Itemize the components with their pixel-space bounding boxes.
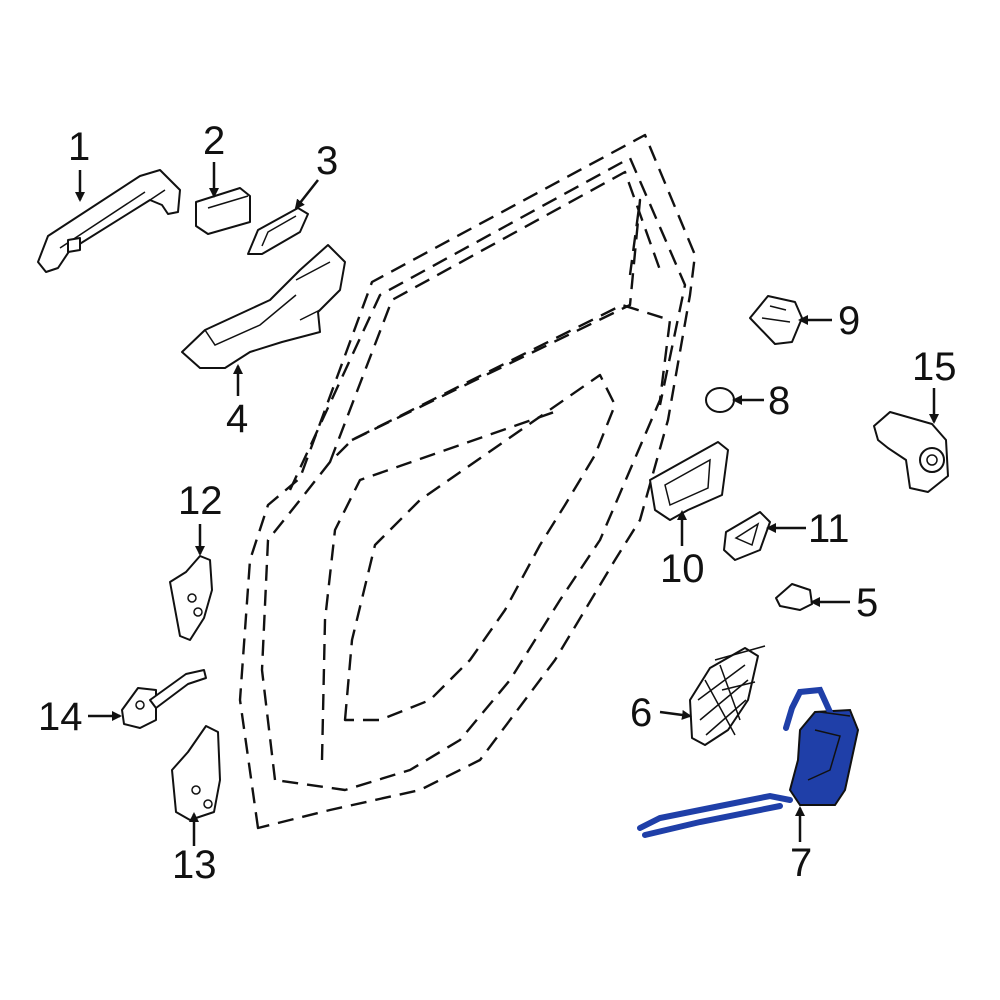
callout-12: 12 (178, 479, 223, 523)
clip-part (775, 583, 813, 611)
callout-9: 9 (838, 299, 860, 343)
handle-cap-part (195, 187, 251, 235)
callout-3: 3 (316, 139, 338, 183)
arrow-6 (659, 709, 692, 720)
inside-handle-part (649, 441, 729, 521)
callout-2: 2 (203, 119, 225, 163)
callout-6: 6 (630, 691, 652, 735)
upper-hinge-part (169, 555, 213, 641)
shield-part (689, 645, 766, 746)
bezel-part (723, 511, 771, 561)
callout-7: 7 (790, 841, 812, 885)
check-strap-part (121, 669, 207, 729)
callout-5: 5 (856, 581, 878, 625)
actuator-part (873, 411, 949, 493)
handle-frame-part (181, 244, 346, 369)
callout-13: 13 (172, 843, 217, 887)
callout-11: 11 (808, 507, 850, 551)
callout-4: 4 (226, 397, 248, 441)
callout-labels: 1 2 3 4 5 6 7 8 9 10 11 12 13 14 15 (38, 119, 957, 887)
outside-handle-part (37, 169, 181, 273)
callout-14: 14 (38, 695, 83, 739)
callout-arrows (75, 162, 939, 846)
callout-15: 15 (912, 345, 957, 389)
arrow-3 (294, 179, 319, 210)
lower-hinge-part (171, 725, 221, 821)
gasket-part (247, 207, 309, 255)
plug-part (705, 387, 735, 413)
door-outline (238, 133, 697, 830)
striker-part (749, 295, 803, 345)
callout-8: 8 (768, 379, 790, 423)
callout-1: 1 (68, 125, 90, 169)
callout-10: 10 (660, 547, 705, 591)
door-latch-part (637, 686, 860, 838)
